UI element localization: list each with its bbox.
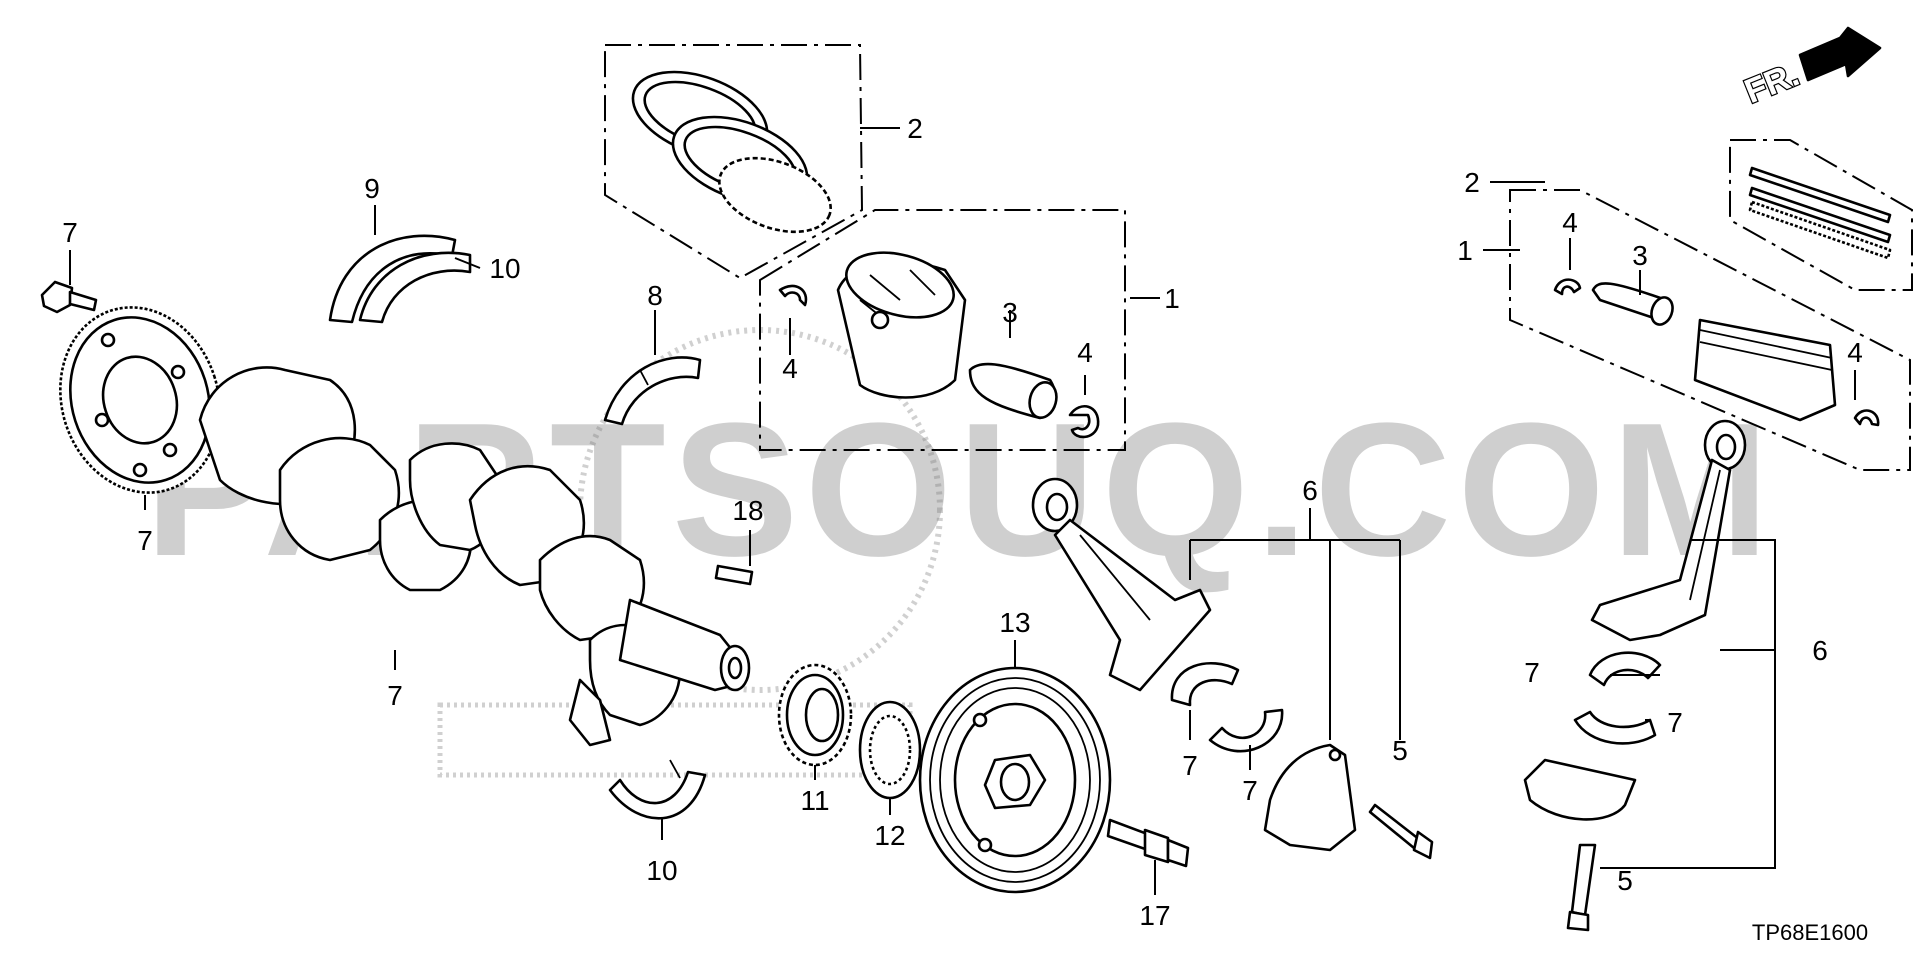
callout-7-center-a: 7: [1182, 750, 1198, 781]
callout-16: 7: [62, 217, 78, 248]
callout-3-right: 3: [1632, 240, 1648, 271]
main-bearing-lower-11: [608, 759, 707, 820]
callout-8: 7: [387, 680, 403, 711]
callout-4-center: 4: [1077, 337, 1093, 368]
leader-lines: [69, 127, 1856, 895]
rod-bolt-right-5: [1566, 843, 1597, 932]
front-direction-indicator: FR.: [1738, 26, 1882, 112]
callout-4-left: 4: [782, 353, 798, 384]
rod-bearings-center-7: [1170, 662, 1284, 753]
rod-bearings-right-7: [1573, 651, 1662, 745]
callout-10-right: 10: [489, 253, 520, 284]
callout-7-right-a: 7: [1524, 657, 1540, 688]
rod-cap-center: [1263, 743, 1357, 852]
callout-10-upper: 9: [364, 173, 380, 204]
crank-washer-13: [858, 700, 922, 800]
callout-1-left: 1: [1164, 283, 1180, 314]
flywheel-bolt-16: [40, 280, 98, 314]
callout-17: 17: [1139, 900, 1170, 931]
callout-5-center: 5: [1392, 735, 1408, 766]
callout-5-right: 5: [1617, 865, 1633, 896]
callout-6-center: 6: [1302, 475, 1318, 506]
callout-2-left: 2: [907, 113, 923, 144]
crank-sprocket-12: [777, 663, 853, 767]
callout-18: 18: [732, 495, 763, 526]
piston-assembly-left-1: [759, 209, 1126, 451]
callout-1-right: 1: [1457, 235, 1473, 266]
piston-rings-right-2: [1729, 139, 1913, 291]
crank-pulley-14: [918, 666, 1112, 894]
callout-4-right-a: 4: [1562, 207, 1578, 238]
drive-plate-15: [59, 306, 221, 494]
crank-key-18: [714, 564, 754, 586]
callout-3-left: 3: [1002, 297, 1018, 328]
callout-7-center-b: 7: [1242, 775, 1258, 806]
callout-9: 8: [647, 280, 663, 311]
main-bearing-upper-9: [603, 356, 702, 426]
drawing-code: TP68E1600: [1752, 920, 1868, 945]
callout-13: 12: [874, 820, 905, 851]
callout-4-right-b: 4: [1847, 337, 1863, 368]
rod-bolt-center-5: [1368, 803, 1434, 860]
callout-11: 10: [646, 855, 677, 886]
piston-assembly-right-1: [1509, 189, 1911, 471]
piston-rings-left-2: [604, 44, 864, 280]
callout-6-right: 6: [1812, 635, 1828, 666]
rod-cap-right: [1523, 758, 1637, 821]
connecting-rod-right-6: [1590, 419, 1747, 642]
callout-12: 11: [800, 785, 829, 816]
crankshaft-8: [198, 366, 751, 747]
connecting-rod-center-6: [1031, 477, 1212, 692]
thrust-washers-10: [328, 234, 472, 324]
front-direction-label: FR.: [1739, 55, 1804, 111]
callouts: 7 7 9 10 8 7 18 10 11 12 13 17 2 1 4 3 4…: [62, 113, 1863, 931]
callout-15: 7: [137, 525, 153, 556]
callout-2-right: 2: [1464, 167, 1480, 198]
callout-7-right-b: 7: [1667, 707, 1683, 738]
callout-14: 13: [999, 607, 1030, 638]
pulley-bolt-17: [1106, 818, 1190, 868]
